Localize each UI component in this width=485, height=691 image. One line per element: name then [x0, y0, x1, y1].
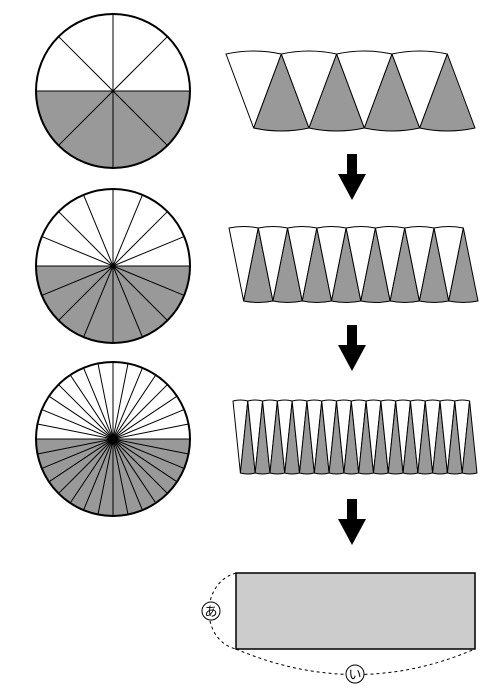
sector-line: [41, 236, 185, 296]
sector-strip: [225, 50, 476, 132]
shaded-sector: [448, 227, 479, 303]
circle-outline: [35, 361, 191, 517]
circle-outline: [35, 188, 191, 344]
length-label: い: [348, 668, 361, 683]
sector-strip: [232, 399, 478, 475]
divided-circle: [35, 188, 191, 344]
sector-line: [58, 36, 168, 146]
sector-line: [37, 423, 189, 455]
height-label-marker: あ: [201, 601, 221, 621]
rearranged-strips: [225, 50, 479, 475]
down-arrow-icon: [338, 499, 366, 545]
final-rectangle-group: あ い: [201, 572, 476, 684]
down-arrows: [338, 154, 366, 545]
shaded-sector: [461, 400, 478, 475]
shaded-sector: [419, 53, 476, 132]
height-label: あ: [204, 605, 217, 620]
divided-circle: [35, 361, 191, 517]
length-dashed-arc: [235, 648, 476, 675]
final-rectangle: [235, 572, 476, 650]
circle-outline: [35, 13, 191, 169]
sector-strip: [228, 226, 479, 303]
length-label-marker: い: [345, 664, 365, 684]
divided-circles: [35, 13, 191, 517]
down-arrow-icon: [338, 325, 366, 371]
divided-circle: [35, 13, 191, 169]
down-arrow-icon: [338, 154, 366, 200]
